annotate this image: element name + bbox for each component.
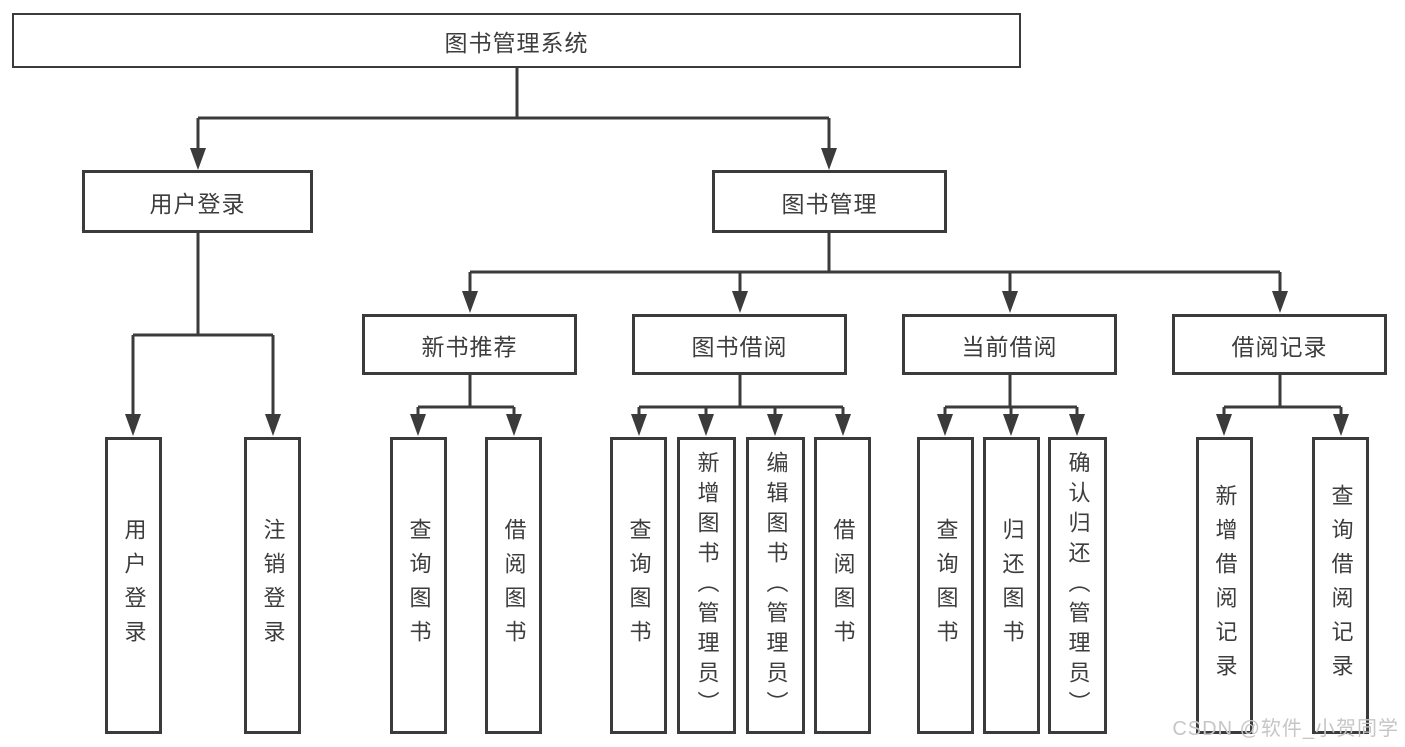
leaf-query-borrow-record: 查询借阅记录 <box>1312 437 1369 734</box>
node-new-book-recommendation: 新书推荐 <box>362 314 577 375</box>
csdn-watermark: CSDN @软件_小贺同学 <box>1172 718 1399 740</box>
edge-record-to-leaves <box>1222 375 1343 418</box>
arrowhead <box>125 414 281 436</box>
node-library-management-system: 图书管理系统 <box>12 13 1021 68</box>
leaf-confirm-return-admin: 确认归还（管理员） <box>1048 437 1107 734</box>
edge-current-to-leaves <box>943 375 1079 418</box>
leaf-edit-books-admin: 编辑图书（管理员） <box>746 437 805 734</box>
edge-userlogin-to-leaves <box>131 233 275 418</box>
arrowhead <box>190 148 837 170</box>
leaf-query-books-current: 查询图书 <box>917 437 974 734</box>
arrowhead <box>631 414 851 436</box>
arrowhead <box>410 414 522 436</box>
arrowhead <box>1216 414 1349 436</box>
leaf-borrow-books-recommend: 借阅图书 <box>485 437 542 734</box>
leaf-user-login: 用户登录 <box>105 437 162 734</box>
edge-root-to-level2 <box>196 68 831 152</box>
leaf-add-borrow-record: 新增借阅记录 <box>1196 437 1253 734</box>
node-book-management: 图书管理 <box>712 170 947 233</box>
leaf-add-books-admin: 新增图书（管理员） <box>677 437 736 734</box>
leaf-logout: 注销登录 <box>244 437 301 734</box>
node-book-borrowing: 图书借阅 <box>632 314 847 375</box>
node-user-login: 用户登录 <box>82 170 313 233</box>
leaf-return-books: 归还图书 <box>983 437 1040 734</box>
node-borrowing-records: 借阅记录 <box>1172 314 1387 375</box>
leaf-query-books-recommend: 查询图书 <box>390 437 447 734</box>
node-current-borrowing: 当前借阅 <box>902 314 1117 375</box>
arrowhead <box>937 414 1085 436</box>
arrowhead <box>462 291 1288 313</box>
leaf-query-books-borrowing: 查询图书 <box>610 437 667 734</box>
edge-borrow-to-leaves <box>637 375 845 418</box>
edge-newrec-to-leaves <box>416 375 516 418</box>
leaf-borrow-books: 借阅图书 <box>814 437 871 734</box>
edge-bookmgmt-to-level3 <box>468 233 1282 295</box>
